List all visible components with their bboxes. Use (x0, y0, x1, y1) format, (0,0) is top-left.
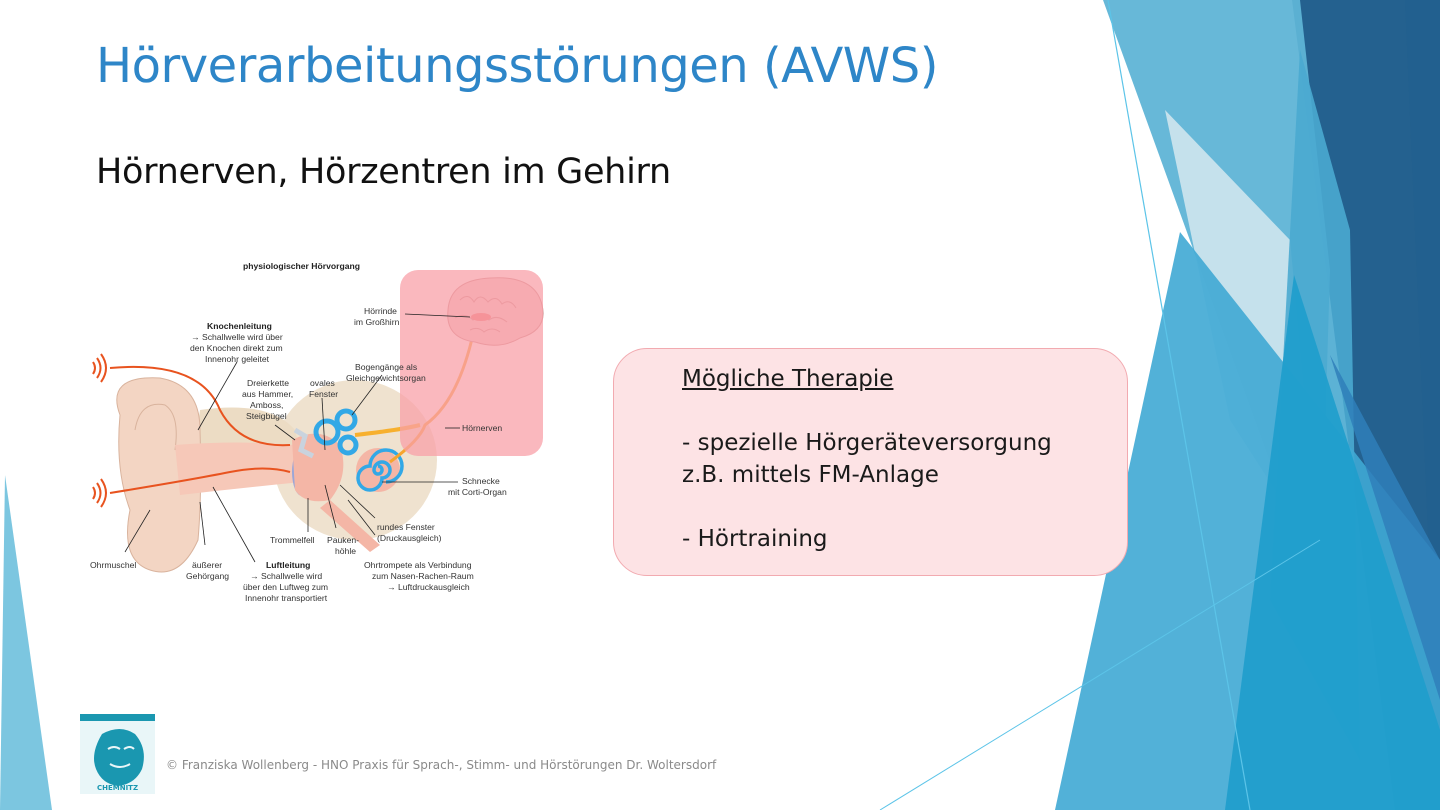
label-trommelfell: Trommelfell (270, 535, 315, 545)
logo-text: CHEMNITZ (96, 784, 139, 792)
deco-left-sliver (0, 475, 52, 810)
therapy-heading: Mögliche Therapie (682, 366, 894, 392)
ear-diagram: physiologischer Hörvorgang (90, 261, 544, 603)
chemnitz-logo: CHEMNITZ (80, 714, 155, 794)
therapy-content: Mögliche Therapie - spezielle Hörgerätev… (682, 363, 1052, 555)
deco-triangle-blue (1330, 355, 1440, 700)
deco-light-wedge (1103, 0, 1330, 600)
label-luftleitung-3: Innenohr transportiert (245, 593, 328, 603)
label-ovales-fenster-1: ovales (310, 378, 335, 388)
semicircular-canal-1 (313, 418, 341, 446)
ear-canal (175, 442, 302, 495)
deco-pale-wedge (1165, 110, 1320, 560)
deco-triangle-front (1225, 275, 1440, 810)
semicircular-canal-2 (334, 408, 358, 432)
label-paukenhoehle-1: Pauken- (327, 535, 359, 545)
label-paukenhoehle-2: höhle (335, 546, 356, 556)
figure-title: physiologischer Hörvorgang (243, 261, 360, 271)
eustachian-tube (320, 500, 380, 552)
label-knochenleitung-3: Innenohr geleitet (205, 354, 270, 364)
ear-anatomy-figure: physiologischer Hörvorgang (80, 250, 560, 615)
label-dreierkette-2: aus Hammer, (242, 389, 293, 399)
label-knochenleitung-2: den Knochen direkt zum (190, 343, 283, 353)
label-knochenleitung-1: → Schallwelle wird über (191, 332, 283, 342)
label-ovales-fenster-2: Fenster (309, 389, 338, 399)
deco-line-2 (879, 539, 1321, 810)
footer-copyright: © Franziska Wollenberg - HNO Praxis für … (166, 758, 717, 772)
middle-ear (292, 433, 344, 502)
label-ohrmuschel: Ohrmuschel (90, 560, 136, 570)
label-ohrtrompete-2: zum Nasen-Rachen-Raum (372, 571, 474, 581)
label-schnecke-1: Schnecke (462, 476, 500, 486)
therapy-box: Mögliche Therapie - spezielle Hörgerätev… (613, 348, 1128, 576)
ossicles (293, 427, 315, 459)
label-dreierkette-1: Dreierkette (247, 378, 289, 388)
deco-dark-panel (1292, 0, 1440, 810)
bone-conduction-arrow (109, 365, 291, 447)
therapy-item-training: - Hörtraining (682, 526, 828, 552)
label-bogengaenge-2: Gleichgewichtsorgan (346, 373, 426, 383)
label-luftleitung: Luftleitung (266, 560, 310, 570)
deco-line-1 (1107, 0, 1251, 810)
semicircular-canal-3 (337, 434, 359, 456)
label-luftleitung-2: über den Luftweg zum (243, 582, 328, 592)
logo-bar (80, 714, 155, 721)
deco-dark-panel-2 (1405, 0, 1440, 810)
auricle (116, 377, 202, 573)
leader-lines (124, 313, 471, 563)
deco-mid-wedge (1270, 50, 1360, 760)
label-schnecke-2: mit Corti-Organ (448, 487, 507, 497)
label-bogengaenge-1: Bogengänge als (355, 362, 417, 372)
label-gehoergang-2: Gehörgang (186, 571, 229, 581)
cochlea-spiral (356, 448, 404, 492)
sound-wave-icon-bottom (92, 478, 107, 508)
air-conduction-arrow (109, 467, 291, 494)
auricle-fold (134, 403, 177, 451)
label-rundes-fenster-1: rundes Fenster (377, 522, 435, 532)
label-gehoergang-1: äußerer (192, 560, 222, 570)
label-ohrtrompete-1: Ohrtrompete als Verbindung (364, 560, 472, 570)
therapy-item-hearing-aid-detail: z.B. mittels FM-Anlage (682, 462, 939, 488)
label-luftleitung-1: → Schallwelle wird (250, 571, 322, 581)
label-rundes-fenster-2: (Druckausgleich) (377, 533, 442, 543)
label-hoerrinde-2: im Großhirn (354, 317, 400, 327)
label-ohrtrompete-3: → Luftdruckausgleich (387, 582, 470, 592)
label-knochenleitung: Knochenleitung (207, 321, 272, 331)
label-hoernerven: Hörnerven (462, 423, 502, 433)
slide-subtitle: Hörnerven, Hörzentren im Gehirn (96, 152, 671, 192)
label-dreierkette-4: Steigbügel (246, 411, 287, 421)
therapy-item-hearing-aid: - spezielle Hörgeräteversorgung (682, 430, 1052, 456)
label-hoerrinde-1: Hörrinde (364, 306, 397, 316)
slide-title: Hörverarbeitungsstörungen (AVWS) (96, 38, 938, 94)
sound-wave-icon-top (92, 353, 107, 383)
karl-marx-head-icon (94, 729, 144, 786)
brain-highlight-overlay (400, 270, 543, 456)
label-dreierkette-3: Amboss, (250, 400, 283, 410)
